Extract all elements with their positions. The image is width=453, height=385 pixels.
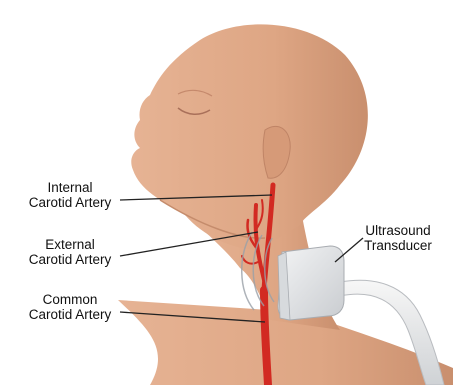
label-internal-carotid-artery: Internal Carotid Artery [18,180,122,210]
head [131,24,368,250]
label-common-carotid-artery: Common Carotid Artery [18,292,122,322]
label-ultrasound-transducer: Ultrasound Transducer [350,223,446,253]
common-carotid-artery [264,290,268,385]
label-external-carotid-artery: External Carotid Artery [18,237,122,267]
head-illustration [118,24,453,385]
